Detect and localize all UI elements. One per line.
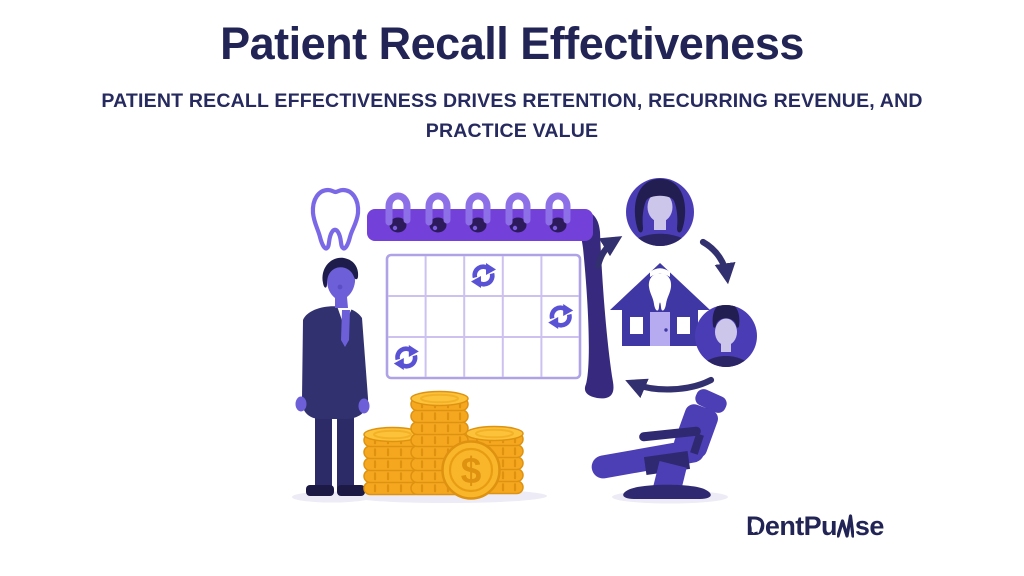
dental-clinic-icon bbox=[610, 263, 710, 346]
page-subtitle: PATIENT RECALL EFFECTIVENESS DRIVES RETE… bbox=[0, 86, 1024, 146]
suit-jacket bbox=[301, 306, 369, 419]
hand bbox=[295, 396, 307, 412]
tooth-outline-icon bbox=[310, 187, 361, 251]
hair bbox=[322, 257, 359, 288]
arrow-up bbox=[594, 236, 623, 270]
dental-chair-icon bbox=[591, 389, 727, 499]
female-patient-avatar bbox=[626, 178, 694, 246]
page-title: Patient Recall Effectiveness bbox=[220, 18, 804, 69]
arrow-down bbox=[699, 238, 736, 285]
coin-stack-left bbox=[362, 426, 423, 496]
cycle-arrows bbox=[594, 236, 736, 399]
door-handle bbox=[664, 328, 668, 332]
armrest-support bbox=[690, 433, 704, 455]
door bbox=[650, 312, 670, 346]
subtitle-line-1: PATIENT RECALL EFFECTIVENESS DRIVES RETE… bbox=[101, 90, 923, 112]
chair-base bbox=[623, 484, 711, 499]
recall-calendar bbox=[367, 192, 614, 399]
businessman-figure bbox=[295, 257, 370, 496]
patient-cycle bbox=[594, 178, 757, 399]
logo-prefix: DentPu bbox=[746, 511, 838, 542]
logo-tooth-icon bbox=[750, 521, 761, 534]
clinic-tooth-icon bbox=[648, 268, 672, 311]
window bbox=[677, 317, 690, 334]
dollar-coin: $ bbox=[441, 440, 501, 500]
hand bbox=[358, 398, 370, 414]
coin-stack-middle bbox=[409, 390, 470, 496]
logo-pulse-icon bbox=[837, 513, 855, 538]
tie bbox=[341, 310, 350, 347]
headrest bbox=[695, 389, 727, 413]
coin-stacks: $ bbox=[362, 390, 525, 500]
armrest bbox=[639, 426, 701, 442]
logo-suffix: se bbox=[854, 511, 884, 542]
dentpulse-logo: DentPu se bbox=[746, 508, 884, 542]
dollar-sign: $ bbox=[461, 450, 482, 491]
calendar-rings bbox=[385, 192, 571, 233]
ear bbox=[337, 284, 343, 290]
window bbox=[630, 317, 643, 334]
arrow-left bbox=[625, 376, 715, 399]
male-patient-avatar bbox=[695, 305, 757, 367]
calendar-grid bbox=[385, 253, 582, 380]
subtitle-line-2: PRACTICE VALUE bbox=[425, 120, 599, 143]
